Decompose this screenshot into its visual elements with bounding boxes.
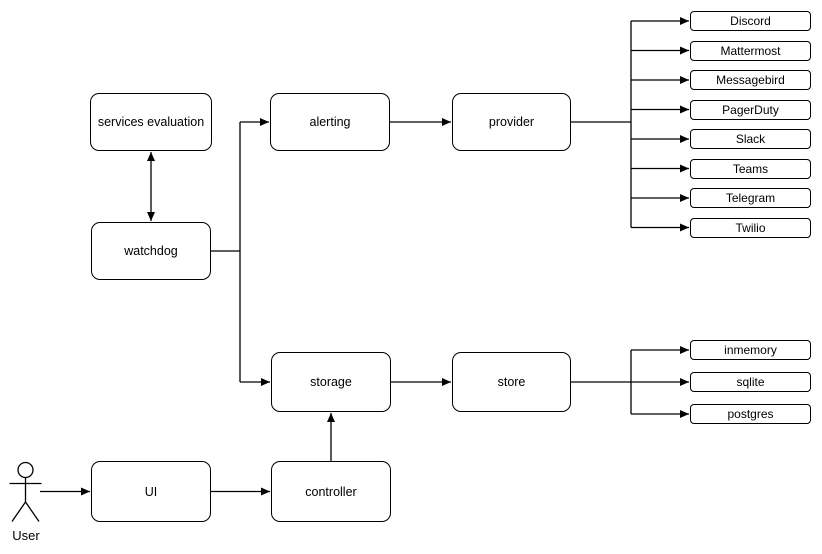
edge-store-fanout — [571, 346, 689, 418]
edge-watchdog-trunk — [211, 118, 270, 386]
user-label: User — [12, 528, 40, 543]
user-actor[interactable] — [9, 461, 42, 522]
node-label: UI — [144, 484, 158, 499]
actor-head — [17, 461, 34, 479]
leaf-pagerduty[interactable]: PagerDuty — [690, 99, 811, 120]
leaf-slack[interactable]: Slack — [690, 129, 811, 149]
leaf-messagebird[interactable]: Messagebird — [690, 70, 811, 90]
leaf-teams[interactable]: Teams — [690, 158, 811, 179]
node-ui[interactable]: UI — [91, 461, 211, 522]
node-watchdog[interactable]: watchdog — [91, 222, 211, 280]
node-label: alerting — [309, 115, 351, 129]
node-store[interactable]: store — [452, 352, 571, 412]
leaf-label: Discord — [730, 14, 771, 28]
leaf-sqlite[interactable]: sqlite — [690, 372, 811, 392]
leaf-mattermost[interactable]: Mattermost — [690, 40, 811, 61]
node-label: services evaluation — [97, 115, 205, 129]
leaf-postgres[interactable]: postgres — [690, 404, 811, 424]
leaf-discord[interactable]: Discord — [690, 11, 811, 31]
node-controller[interactable]: controller — [271, 461, 391, 522]
node-label: watchdog — [124, 244, 178, 258]
leaf-label: Twilio — [735, 220, 766, 235]
leaf-telegram[interactable]: Telegram — [690, 188, 811, 208]
node-label: provider — [488, 115, 535, 129]
leaf-inmemory[interactable]: inmemory — [690, 340, 811, 360]
leaf-label: postgres — [727, 407, 774, 421]
leaf-label: Messagebird — [716, 73, 785, 87]
node-provider[interactable]: provider — [452, 93, 571, 151]
leaf-label: PagerDuty — [722, 102, 779, 117]
edge-provider-fanout — [571, 17, 689, 232]
node-alerting[interactable]: alerting — [270, 93, 390, 151]
leaf-label: Telegram — [725, 191, 776, 205]
leaf-label: Slack — [735, 132, 766, 146]
node-services-evaluation[interactable]: services evaluation — [90, 93, 212, 151]
node-label: store — [497, 375, 526, 389]
leaf-twilio[interactable]: Twilio — [690, 217, 811, 238]
node-label: storage — [310, 375, 352, 389]
node-label: controller — [305, 484, 357, 499]
leaf-label: Mattermost — [720, 43, 781, 58]
node-storage[interactable]: storage — [271, 352, 391, 412]
leaf-label: inmemory — [724, 343, 777, 357]
leaf-label: Teams — [732, 161, 769, 176]
leaf-label: sqlite — [736, 375, 765, 389]
